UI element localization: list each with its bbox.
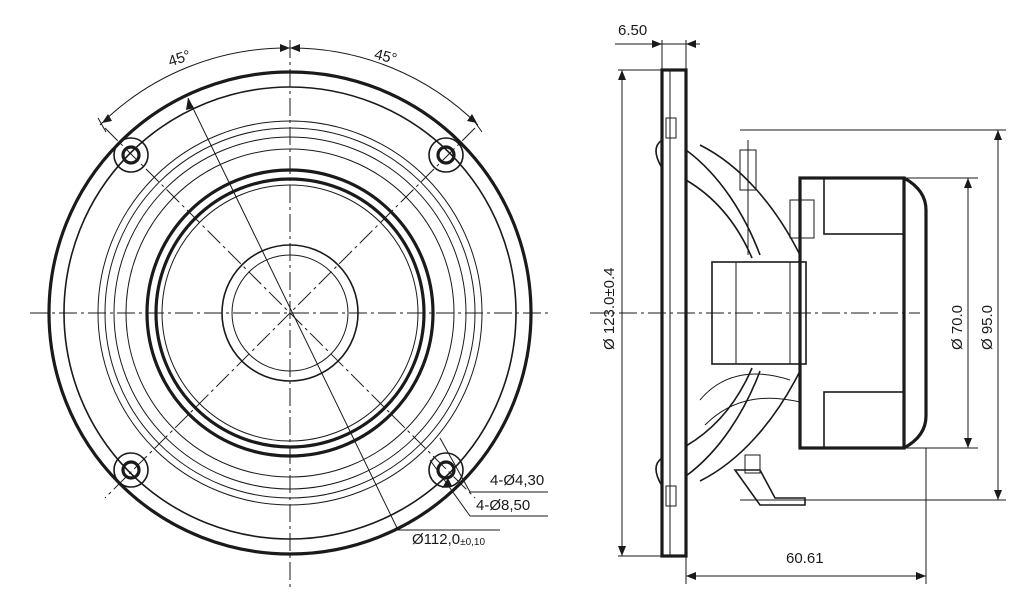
back-plate [903,176,928,450]
angle-label-left: 45° [166,47,193,70]
basket-upper-1 [685,149,761,256]
hole-label-small: 4-Ø4,30 [490,472,544,489]
frame-inner-ring [63,86,517,540]
hole-label-large: 4-Ø8,50 [476,497,530,514]
basket-lower-1 [685,370,761,477]
overall-diameter-label: Ø 123.0±0.4 [601,268,618,350]
bolt-circle-leader [187,97,399,531]
hole-leader-large [429,459,471,517]
hole-leader-small [439,437,471,493]
side-view: 6.50 Ø 123.0±0.4 Ø 70.0 Ø 95.0 60.61 [590,22,1006,584]
outer-frame-ring [47,70,533,556]
dust-cap-inner [231,254,349,372]
flange-thickness-label: 6.50 [618,22,647,39]
bolt-circle-label: Ø112,0±0,10 [412,531,485,548]
cone-edge-inner [154,177,426,449]
magnet-diameter-label: Ø 70.0 [949,305,966,350]
mounting-hole-top-left [113,137,149,173]
cone-edge-outer [145,168,435,458]
gasket-ring-outer [97,120,483,506]
surround-mid [125,148,455,478]
depth-label: 60.61 [786,550,824,567]
angle-label-right: 45° [372,46,398,68]
surround-outer [113,136,467,490]
surround-upper [655,139,663,169]
surround-lower [655,457,663,487]
cone-ring [161,184,419,442]
mounting-hole-bottom-left [113,452,149,488]
gasket-ring-inner [104,127,476,499]
dust-cap-outer [221,244,359,382]
flange [660,68,688,558]
diagonal-centerline-2 [104,127,476,499]
basket-diameter-label: Ø 95.0 [979,305,996,350]
pole-piece [711,261,807,365]
mounting-hole-top-right [428,137,464,173]
front-view: 45° 45° Ø112,0±0,10 4-Ø4,30 4-Ø8,50 [30,40,552,590]
